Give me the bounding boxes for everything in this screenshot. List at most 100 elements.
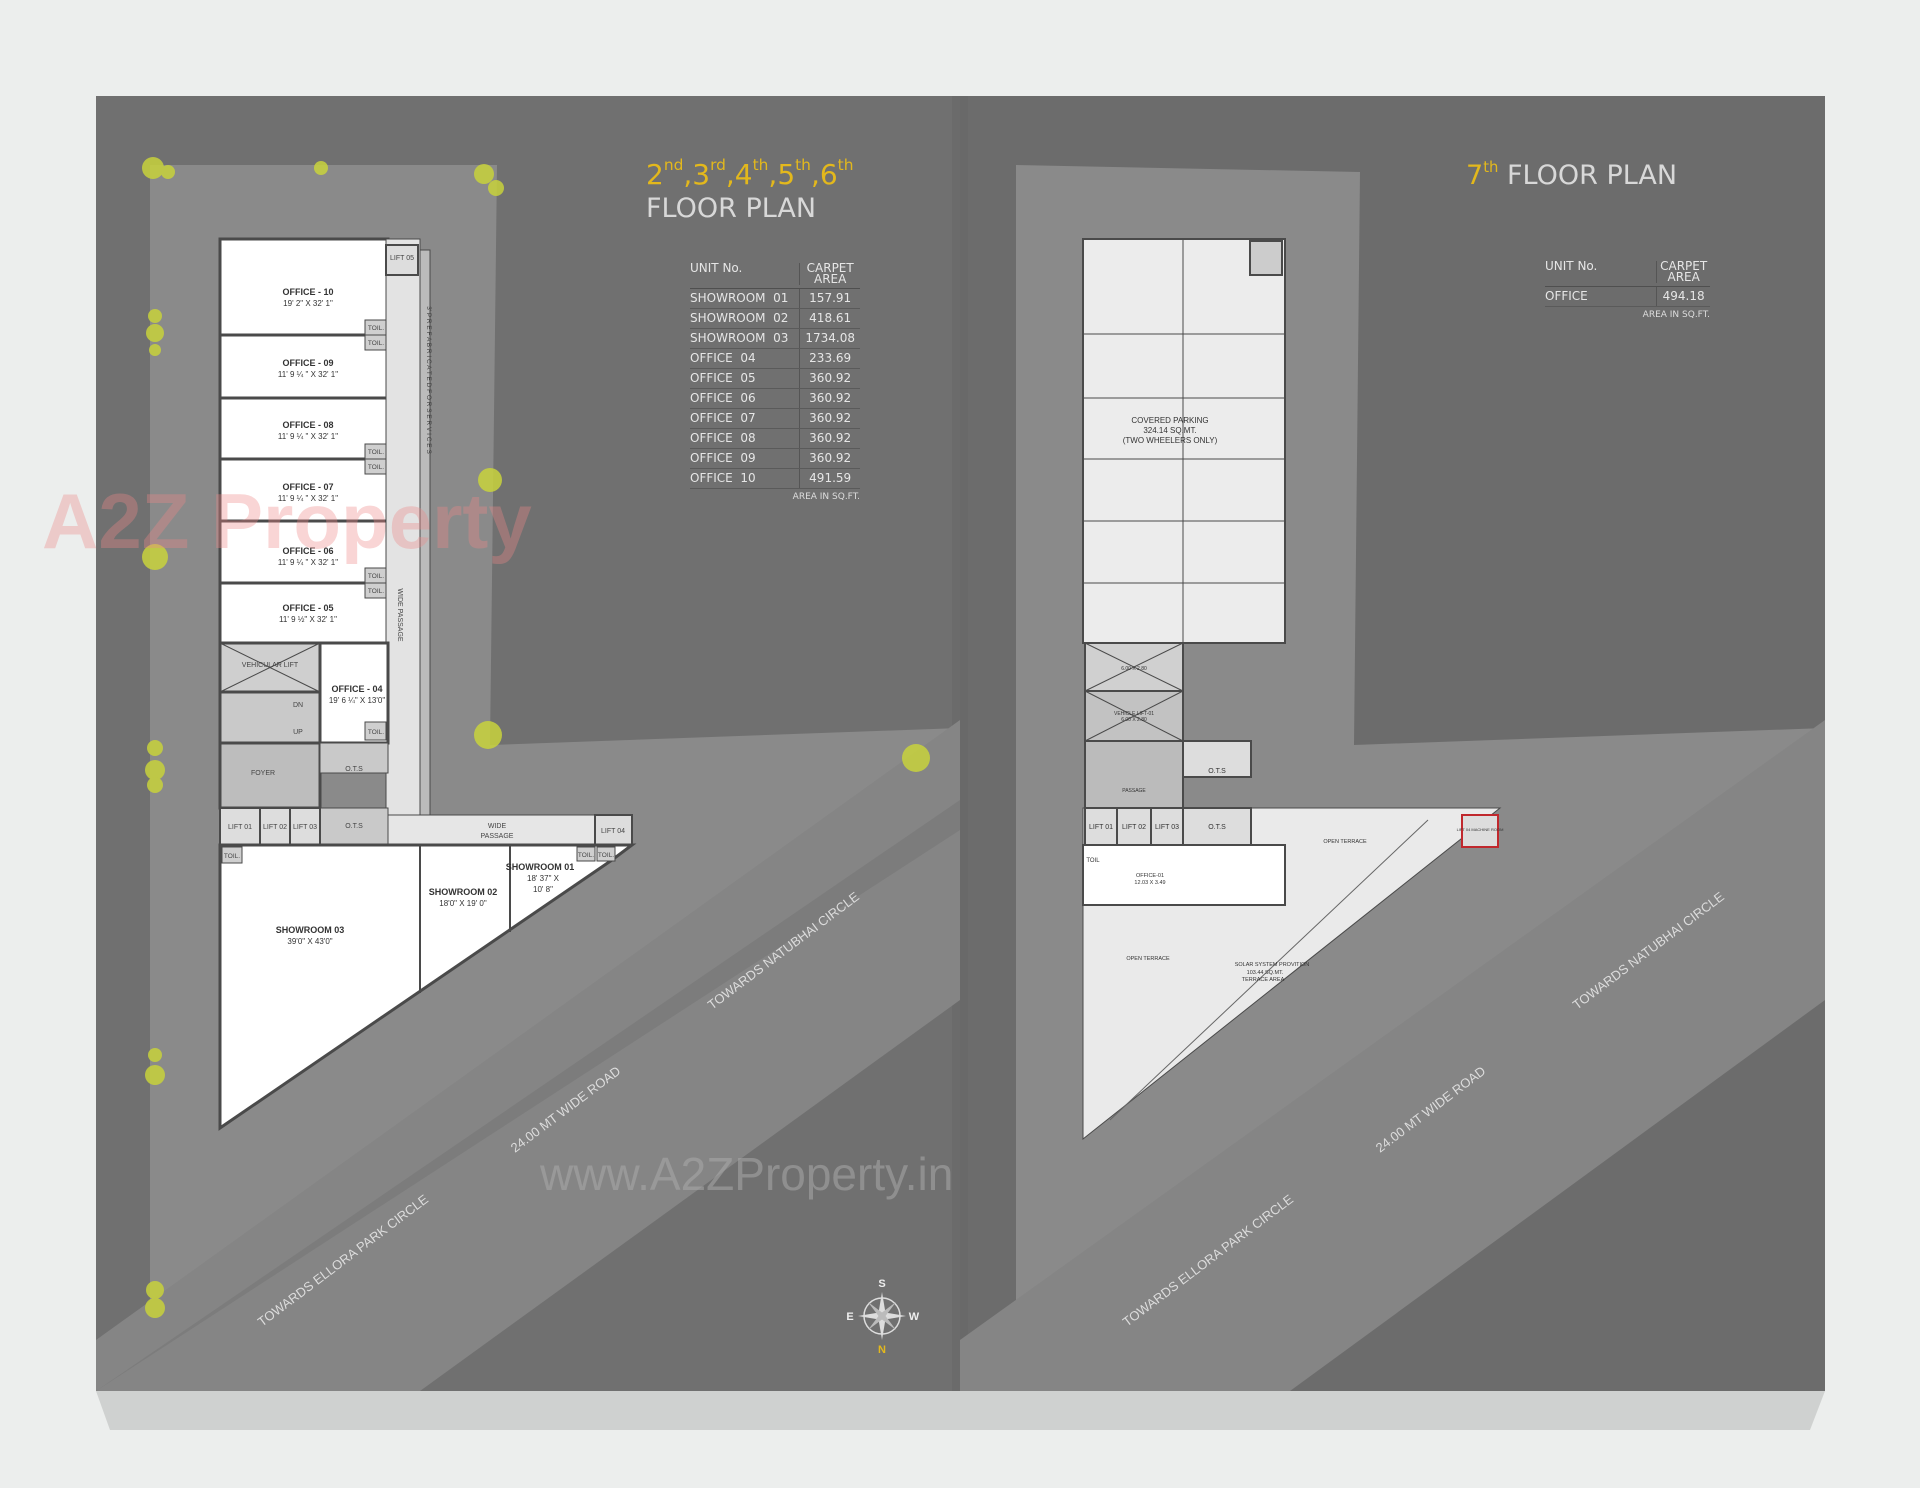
table-row: SHOWROOM 02 418.61	[690, 309, 860, 329]
left-title-floors: 2nd,3rd,4th,5th,6th	[646, 156, 853, 191]
vehicle-lift-label: VEHICLE LIFT-01	[1114, 711, 1154, 717]
ots-label-2: O.T.S	[345, 823, 363, 830]
area-cell: 360.92	[809, 431, 852, 445]
parking-note: (TWO WHEELERS ONLY)	[1123, 436, 1218, 445]
office-05-label: OFFICE - 05	[282, 603, 333, 613]
showroom-01-label: SHOWROOM 01	[506, 862, 575, 872]
solar-area: 103.44 SQ.MT.	[1247, 970, 1284, 976]
passage-label: PASSAGE	[1122, 788, 1146, 794]
lift-05-label: LIFT 05	[390, 255, 414, 262]
toil-label: TOIL.	[368, 729, 384, 736]
compass-w: W	[909, 1311, 920, 1323]
unit-cell: SHOWROOM 03	[690, 329, 801, 348]
unit-cell: SHOWROOM 02	[690, 309, 801, 328]
lift-02-label: LIFT 02	[1122, 824, 1146, 831]
office-10-size: 19' 2" X 32' 1"	[283, 299, 333, 308]
table-header: UNIT No. CARPET AREA	[1545, 260, 1710, 287]
showroom-02-size: 18'0" X 19' 0"	[439, 899, 487, 908]
machine-room-highlight	[1461, 814, 1499, 848]
unit-cell: OFFICE	[1545, 287, 1658, 306]
office-01-label: OFFICE-01	[1136, 873, 1164, 879]
toil-label: TOIL.	[368, 573, 384, 580]
unit-cell: OFFICE 04	[690, 349, 801, 368]
right-title: 7th FLOOR PLAN	[1466, 158, 1678, 191]
toil-label: TOIL.	[368, 588, 384, 595]
floor-num: 7	[1466, 160, 1484, 191]
lift-01-label: LIFT 01	[228, 824, 252, 831]
toil-label: TOIL.	[368, 340, 384, 347]
toilet-blocks	[221, 319, 616, 864]
toil-label: TOIL.	[578, 852, 594, 859]
toil-label: TOIL	[1086, 858, 1100, 864]
ots-label: O.T.S	[345, 766, 363, 773]
lift-04-label: LIFT 04	[601, 828, 625, 835]
toil-label: TOIL.	[224, 853, 240, 860]
office-04-label: OFFICE - 04	[331, 684, 382, 694]
area-cell: 233.69	[809, 351, 852, 365]
office-07-label: OFFICE - 07	[282, 482, 333, 492]
compass-s: S	[878, 1278, 885, 1290]
table-footnote: AREA IN SQ.FT.	[792, 492, 860, 502]
board-shadow	[96, 1391, 1825, 1430]
unit-cell: OFFICE 08	[690, 429, 801, 448]
title-label: FLOOR PLAN	[1507, 160, 1678, 191]
office-10-label: OFFICE - 10	[282, 287, 333, 297]
toil-label: TOIL.	[368, 325, 384, 332]
open-terrace-label: OPEN TERRACE	[1323, 839, 1367, 845]
header-unit: UNIT No.	[1545, 260, 1658, 283]
table-row: OFFICE 08 360.92	[690, 429, 860, 449]
header-area: CARPET AREA	[806, 261, 854, 286]
toil-label: TOIL.	[368, 464, 384, 471]
watermark-url: www.A2ZProperty.in	[539, 1148, 953, 1200]
toilet-labels: TOIL. TOIL. TOIL. TOIL. TOIL. TOIL. TOIL…	[224, 325, 614, 860]
compass-e: E	[846, 1311, 853, 1323]
wide-passage-label-2: PASSAGE	[481, 833, 514, 840]
ots-label: O.T.S	[1208, 768, 1226, 775]
area-cell: 418.61	[809, 311, 852, 325]
lift-01-label: LIFT 01	[1089, 824, 1113, 831]
parking-label: COVERED PARKING	[1131, 416, 1208, 425]
right-road	[960, 720, 1825, 1391]
left-room-labels: OFFICE - 10 19' 2" X 32' 1" OFFICE - 09 …	[228, 255, 625, 946]
left-building	[218, 237, 637, 1131]
showroom-03-label: SHOWROOM 03	[276, 925, 345, 935]
office-07-size: 11' 9 ¼ " X 32' 1"	[278, 494, 338, 503]
wide-passage-label: WIDE	[488, 823, 507, 830]
office-08-label: OFFICE - 08	[282, 420, 333, 430]
office-09-size: 11' 9 ¼ " X 32' 1"	[278, 370, 338, 379]
area-cell: 157.91	[809, 291, 852, 305]
ots-label-2: O.T.S	[1208, 824, 1226, 831]
stair-up-label: UP	[293, 729, 303, 736]
showroom-01-size: 18' 37" X	[527, 874, 560, 883]
table-row: SHOWROOM 01 157.91	[690, 289, 860, 309]
prefab-services-label: 3' P R E F A B R I C A T E D F O R S E R…	[425, 306, 432, 454]
area-cell: 360.92	[809, 371, 852, 385]
office-01-size: 12.03 X 3.49	[1134, 880, 1165, 886]
compass-icon: S E W N	[846, 1278, 919, 1356]
toil-label: TOIL.	[368, 449, 384, 456]
floor-num: ,6	[810, 158, 838, 191]
floor-num: ,5	[768, 158, 796, 191]
lift-03-label: LIFT 03	[293, 824, 317, 831]
showroom-02-label: SHOWROOM 02	[429, 887, 498, 897]
showroom-01-size-2: 10' 8"	[533, 885, 553, 894]
compass-n: N	[878, 1344, 886, 1356]
unit-cell: OFFICE 09	[690, 449, 801, 468]
showroom-03-size: 39'0" X 43'0"	[287, 937, 332, 946]
wide-passage-vertical: WIDE PASSAGE	[396, 588, 403, 641]
unit-cell: SHOWROOM 01	[690, 289, 801, 308]
lift-03-label: LIFT 03	[1155, 824, 1179, 831]
tree-icons	[142, 157, 930, 1318]
area-cell: 494.18	[1662, 289, 1705, 303]
floor-sup: nd	[663, 156, 684, 174]
office-08-size: 11' 9 ¼ " X 32' 1"	[278, 432, 338, 441]
foyer-label: FOYER	[251, 770, 275, 777]
solar-label: SOLAR SYSTEM PROVITION	[1235, 962, 1310, 968]
office-04-size: 19' 6 ¼" X 13'0"	[329, 696, 385, 705]
road-edge	[96, 800, 960, 1391]
